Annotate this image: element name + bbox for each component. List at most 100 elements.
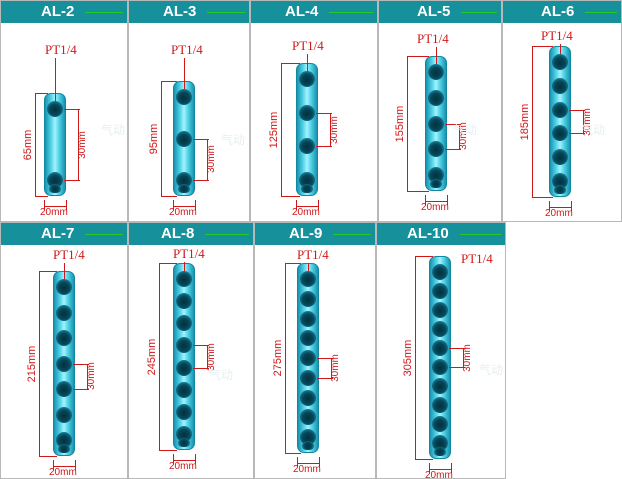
- pitch-dimension-line: [331, 358, 332, 378]
- port-hole: [176, 403, 192, 420]
- model-title: AL-3: [163, 3, 197, 20]
- width-tick-right: [447, 195, 448, 205]
- port-hole: [299, 71, 315, 87]
- width-tick-left: [297, 457, 298, 467]
- length-label: 305mm: [402, 339, 414, 376]
- port-hole: [299, 138, 315, 155]
- pitch-tick-top: [445, 123, 461, 125]
- header-rule: [85, 12, 123, 13]
- length-tick-bottom: [407, 191, 429, 192]
- length-label: 215mm: [26, 345, 38, 382]
- pitch-label: 30mm: [462, 343, 473, 372]
- width-label: 20mm: [545, 208, 573, 219]
- width-tick-right: [66, 200, 67, 210]
- width-label: 20mm: [49, 467, 77, 478]
- card-header: AL-10: [377, 223, 505, 245]
- thread-size-label: PT1/4: [53, 247, 85, 262]
- length-tick-top: [532, 46, 553, 47]
- header-rule: [85, 234, 123, 235]
- model-title: AL-9: [289, 225, 323, 242]
- width-dimension-line: [53, 466, 75, 467]
- length-tick-top: [39, 271, 57, 272]
- pitch-tick-bottom: [569, 133, 585, 135]
- length-dimension-line: [35, 93, 36, 196]
- length-tick-bottom: [159, 450, 177, 451]
- port-hole: [56, 304, 72, 321]
- port-hole: [56, 330, 72, 346]
- length-tick-bottom: [39, 456, 57, 457]
- port-hole: [428, 115, 444, 132]
- length-tick-top: [35, 93, 48, 94]
- width-dimension-line: [296, 206, 318, 207]
- port-hole: [552, 149, 568, 166]
- pitch-tick-bottom: [449, 367, 465, 368]
- card-header: AL-5: [379, 1, 501, 23]
- thread-pointer-line: [64, 263, 65, 282]
- manifold-bar: [173, 263, 195, 450]
- card-header: AL-4: [251, 1, 377, 23]
- pitch-label: 30mm: [77, 130, 88, 159]
- header-rule: [329, 12, 373, 13]
- length-tick-top: [415, 256, 433, 257]
- port-hole: [176, 293, 192, 310]
- pitch-tick-top: [73, 363, 89, 365]
- port-hole: [432, 416, 448, 432]
- thread-pointer-line: [184, 58, 185, 92]
- model-title: AL-2: [41, 3, 75, 20]
- header-rule: [460, 234, 501, 235]
- pitch-tick-top: [64, 109, 80, 110]
- port-hole: [176, 89, 192, 105]
- port-hole: [552, 125, 568, 142]
- length-dimension-line: [285, 263, 286, 453]
- width-tick-left: [44, 200, 45, 210]
- width-tick-right: [319, 457, 320, 467]
- thread-pointer-line: [307, 54, 308, 74]
- pitch-label: 30mm: [330, 353, 341, 382]
- pitch-dimension-line: [330, 112, 331, 147]
- port-hole: [300, 310, 316, 327]
- end-port-hole: [49, 184, 61, 193]
- pitch-dimension-line: [78, 109, 79, 180]
- width-tick-right: [318, 200, 319, 210]
- end-port-hole: [434, 447, 446, 456]
- width-dimension-line: [297, 463, 319, 464]
- thread-pointer-line: [436, 47, 437, 67]
- pitch-tick-bottom: [73, 389, 89, 390]
- width-label: 20mm: [169, 461, 197, 472]
- end-port-hole: [178, 184, 190, 193]
- end-port-hole: [178, 438, 190, 447]
- port-hole: [432, 264, 448, 280]
- length-label: 185mm: [519, 103, 531, 140]
- width-label: 20mm: [169, 207, 197, 218]
- model-title: AL-5: [417, 3, 451, 20]
- port-hole: [432, 321, 448, 337]
- width-tick-left: [429, 463, 430, 473]
- length-label: 125mm: [268, 111, 280, 148]
- pitch-tick-bottom: [317, 377, 333, 379]
- watermark-text: 气动: [453, 123, 478, 137]
- length-tick-top: [161, 81, 177, 82]
- width-tick-left: [549, 201, 550, 211]
- card-header: AL-6: [503, 1, 621, 23]
- port-hole: [432, 340, 448, 356]
- thread-size-label: PT1/4: [461, 251, 493, 266]
- port-hole: [552, 77, 568, 94]
- thread-size-label: PT1/4: [297, 247, 329, 262]
- port-hole: [176, 381, 192, 398]
- port-hole: [432, 397, 448, 413]
- port-hole: [176, 337, 192, 354]
- width-dimension-line: [44, 206, 66, 207]
- length-tick-top: [281, 63, 300, 64]
- end-port-hole: [301, 184, 313, 193]
- end-port-hole: [430, 179, 442, 188]
- port-hole: [300, 271, 316, 287]
- length-label: 275mm: [272, 339, 284, 377]
- watermark-text: 气动: [209, 368, 234, 382]
- pitch-dimension-line: [583, 109, 584, 134]
- pitch-tick-bottom: [316, 146, 332, 148]
